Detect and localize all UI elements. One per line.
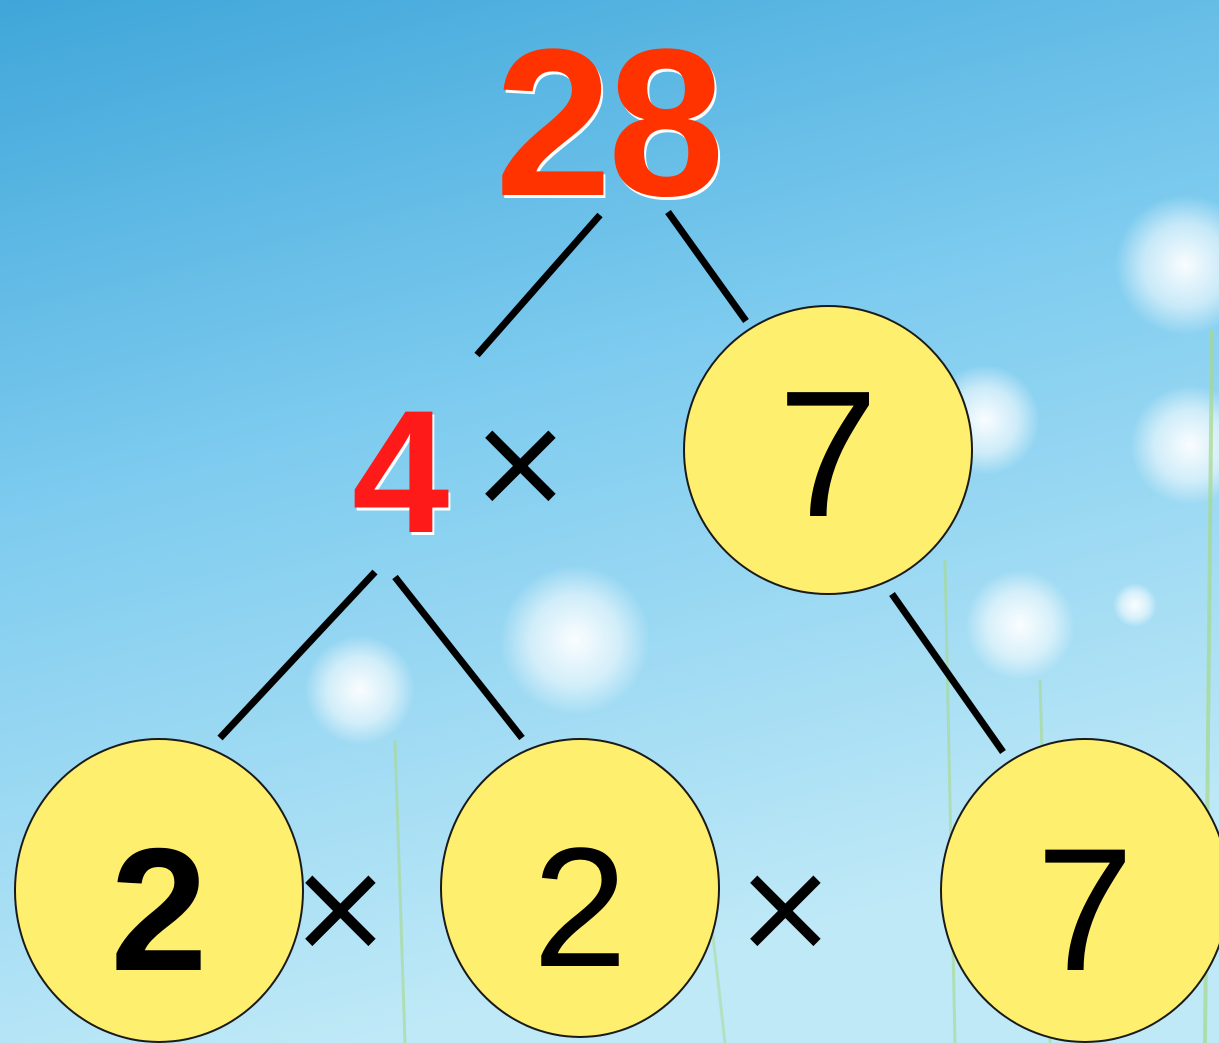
factor-left-level1: 4 [352, 385, 449, 560]
factor-circle-level2-3: 7 [940, 738, 1219, 1043]
times-operator: × [468, 400, 573, 525]
factor-circle-level2-2: 2 [440, 738, 720, 1038]
factor-value: 2 [110, 823, 207, 998]
times-operator: × [733, 845, 838, 970]
factor-circle-level2-1: 2 [14, 738, 304, 1043]
factor-value: 7 [778, 365, 878, 545]
factor-circle-level1-right: 7 [683, 305, 973, 595]
times-operator: × [288, 845, 393, 970]
root-number: 28 [495, 18, 721, 228]
factor-value: 7 [1036, 823, 1133, 998]
factor-value: 2 [533, 823, 628, 993]
